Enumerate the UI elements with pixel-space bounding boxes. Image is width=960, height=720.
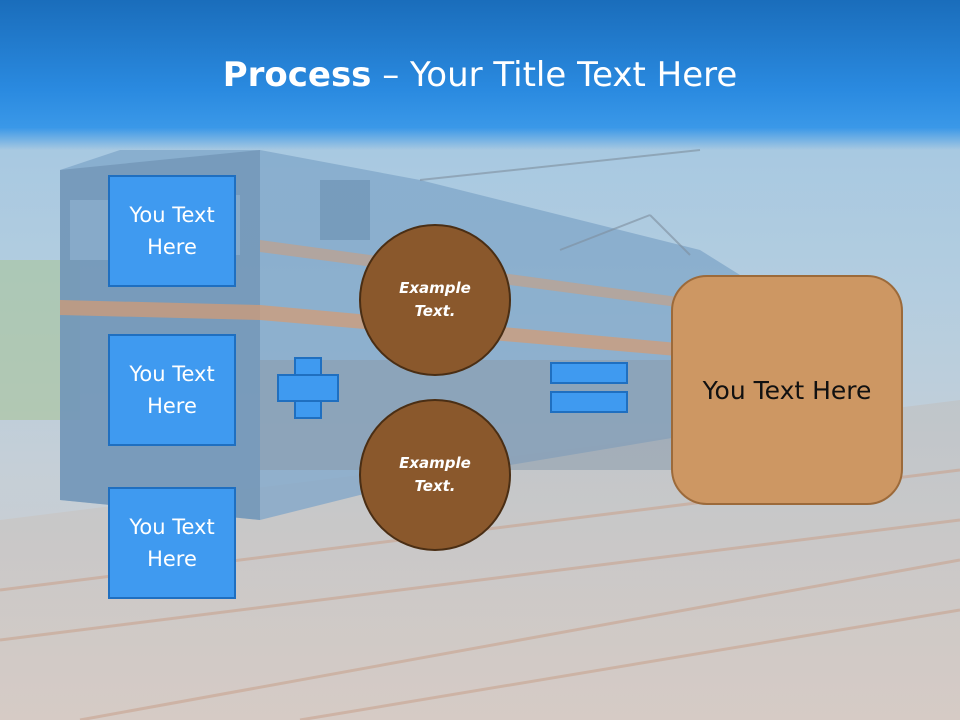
example-circle-label: Example Text.: [399, 279, 471, 320]
left-text-box-label: You Text Here: [129, 362, 215, 418]
result-text-box[interactable]: You Text Here: [671, 275, 903, 505]
title-bar: [0, 0, 960, 150]
example-circle-label: Example Text.: [399, 454, 471, 495]
example-circle-1[interactable]: Example Text.: [359, 224, 511, 376]
example-circle-2[interactable]: Example Text.: [359, 399, 511, 551]
title-rest: – Your Title Text Here: [371, 55, 738, 95]
page-title: Process – Your Title Text Here: [0, 52, 960, 98]
left-text-box-1[interactable]: You Text Here: [108, 175, 236, 287]
left-text-box-2[interactable]: You Text Here: [108, 334, 236, 446]
title-bold: Process: [222, 55, 372, 95]
result-text-box-label: You Text Here: [702, 375, 872, 405]
left-text-box-3[interactable]: You Text Here: [108, 487, 236, 599]
left-text-box-label: You Text Here: [129, 203, 215, 259]
left-text-box-label: You Text Here: [129, 515, 215, 571]
